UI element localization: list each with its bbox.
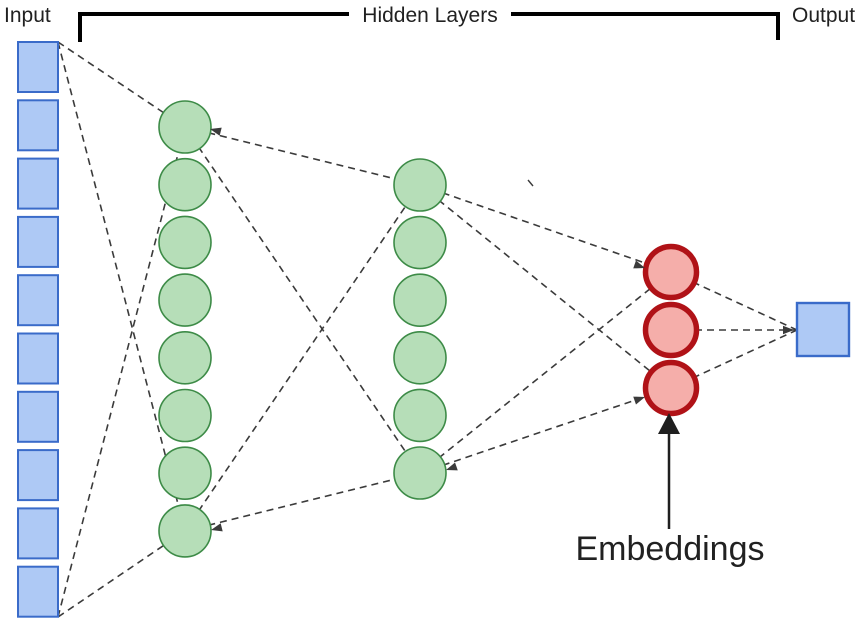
input-layer-node	[17, 41, 59, 93]
stray-mark	[527, 179, 534, 187]
edge-arrowhead-icon	[211, 523, 223, 532]
input-layer-node	[17, 565, 59, 618]
hidden-layer-2-node	[393, 388, 447, 443]
hidden-layer-1-node	[158, 446, 212, 501]
output-layer-node	[795, 301, 851, 358]
connection-edge	[184, 184, 421, 532]
connection-edge	[419, 271, 672, 474]
edges-and-nodes	[17, 12, 851, 618]
hidden-layer-1-node	[158, 504, 212, 558]
edge-arrowhead-icon	[210, 127, 222, 136]
hidden-layer-2-node	[393, 446, 447, 500]
connection-edge	[184, 126, 421, 474]
input-layer-node	[17, 507, 59, 560]
connection-edge	[184, 126, 421, 186]
hidden-layer-1-node	[158, 388, 212, 443]
input-label: Input	[4, 4, 51, 27]
hidden-layer-1-node	[158, 330, 212, 385]
hidden-layer-2-node	[393, 273, 447, 328]
connection-edge	[57, 126, 186, 618]
hidden-layer-1-node	[158, 215, 212, 270]
edge-arrowhead-icon	[633, 396, 645, 405]
embeddings-label: Embeddings	[575, 530, 764, 568]
connection-edge	[184, 472, 421, 532]
input-layer-node	[17, 157, 59, 210]
input-layer-node	[17, 215, 59, 268]
edge-arrowhead-icon	[446, 462, 458, 471]
embeddings-layer-node	[642, 359, 700, 417]
hidden-layer-2-node	[393, 215, 447, 270]
output-label: Output	[792, 4, 855, 27]
hidden-layers-label: Hidden Layers	[362, 4, 497, 27]
connection-edge	[419, 184, 672, 389]
input-layer-node	[17, 390, 59, 443]
edge-arrowhead-icon	[633, 260, 645, 269]
embeddings-arrowhead-icon	[658, 413, 680, 434]
connection-edge	[419, 387, 672, 474]
input-layer-node	[17, 449, 59, 502]
hidden-layers-bracket	[78, 12, 780, 42]
connection-edge	[57, 41, 186, 532]
input-layer-node	[17, 274, 59, 327]
hidden-layer-2-node	[393, 158, 447, 212]
embeddings-layer-node	[642, 243, 700, 301]
hidden-layer-1-node	[158, 273, 212, 327]
hidden-layer-2-node	[393, 330, 447, 385]
input-layer-node	[17, 99, 59, 152]
hidden-layer-1-node	[158, 100, 212, 154]
hidden-layer-1-node	[158, 157, 212, 212]
edge-arrowhead-icon	[783, 325, 794, 335]
connection-edge	[57, 41, 186, 128]
connection-edge	[57, 530, 186, 618]
embeddings-layer-node	[642, 301, 700, 359]
input-layer-node	[17, 332, 59, 385]
connection-edge	[419, 184, 672, 273]
